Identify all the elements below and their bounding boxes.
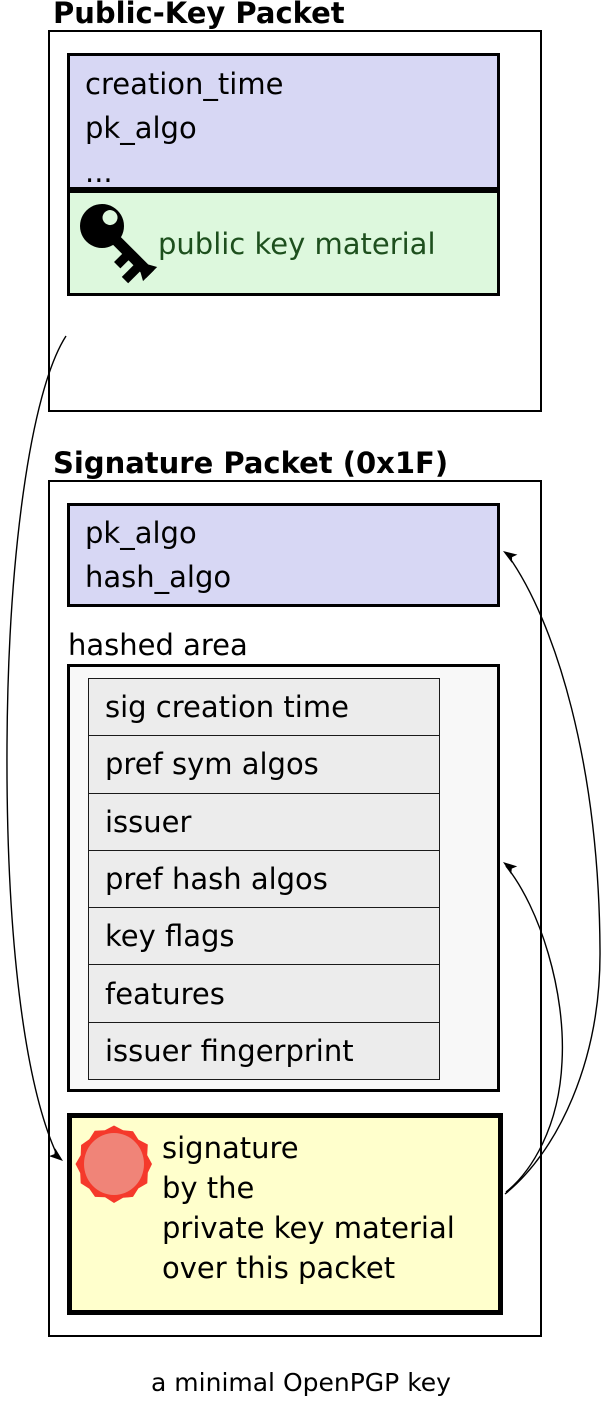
subpacket-row: key flags <box>88 907 440 965</box>
signature-line: by the <box>162 1171 255 1205</box>
subpacket-row: issuer <box>88 792 440 850</box>
signature-packet-title: Signature Packet (0x1F) <box>53 446 449 480</box>
public-key-packet-title: Public-Key Packet <box>53 0 345 30</box>
signature-line: over this packet <box>162 1251 396 1285</box>
field-ellipsis: ... <box>85 155 113 189</box>
subpacket-row: pref sym algos <box>88 735 440 793</box>
public-key-material-label: public key material <box>158 227 436 261</box>
subpacket-row: sig creation time <box>88 678 440 736</box>
public-key-header-fields: creation_time pk_algo ... <box>67 53 500 190</box>
signature-line: signature <box>162 1131 299 1165</box>
field-hash-algo: hash_algo <box>85 560 232 594</box>
signature-line: private key material <box>162 1211 455 1245</box>
signature-description: signature by the private key material ov… <box>162 1128 455 1288</box>
subpacket-row: issuer fingerprint <box>88 1021 440 1080</box>
field-pk-algo: pk_algo <box>85 516 197 550</box>
key-icon <box>80 204 158 284</box>
field-pk-algo: pk_algo <box>85 111 197 145</box>
field-creation-time: creation_time <box>85 67 284 101</box>
subpacket-row: features <box>88 964 440 1022</box>
seal-icon <box>75 1125 152 1203</box>
signature-header-fields: pk_algo hash_algo <box>67 503 500 607</box>
subpacket-row: pref hash algos <box>88 849 440 908</box>
hashed-area-label: hashed area <box>68 628 248 662</box>
diagram-caption: a minimal OpenPGP key <box>151 1368 451 1397</box>
subpacket-table: sig creation time pref sym algos issuer … <box>88 678 440 1080</box>
public-key-material-box: public key material <box>67 190 500 296</box>
